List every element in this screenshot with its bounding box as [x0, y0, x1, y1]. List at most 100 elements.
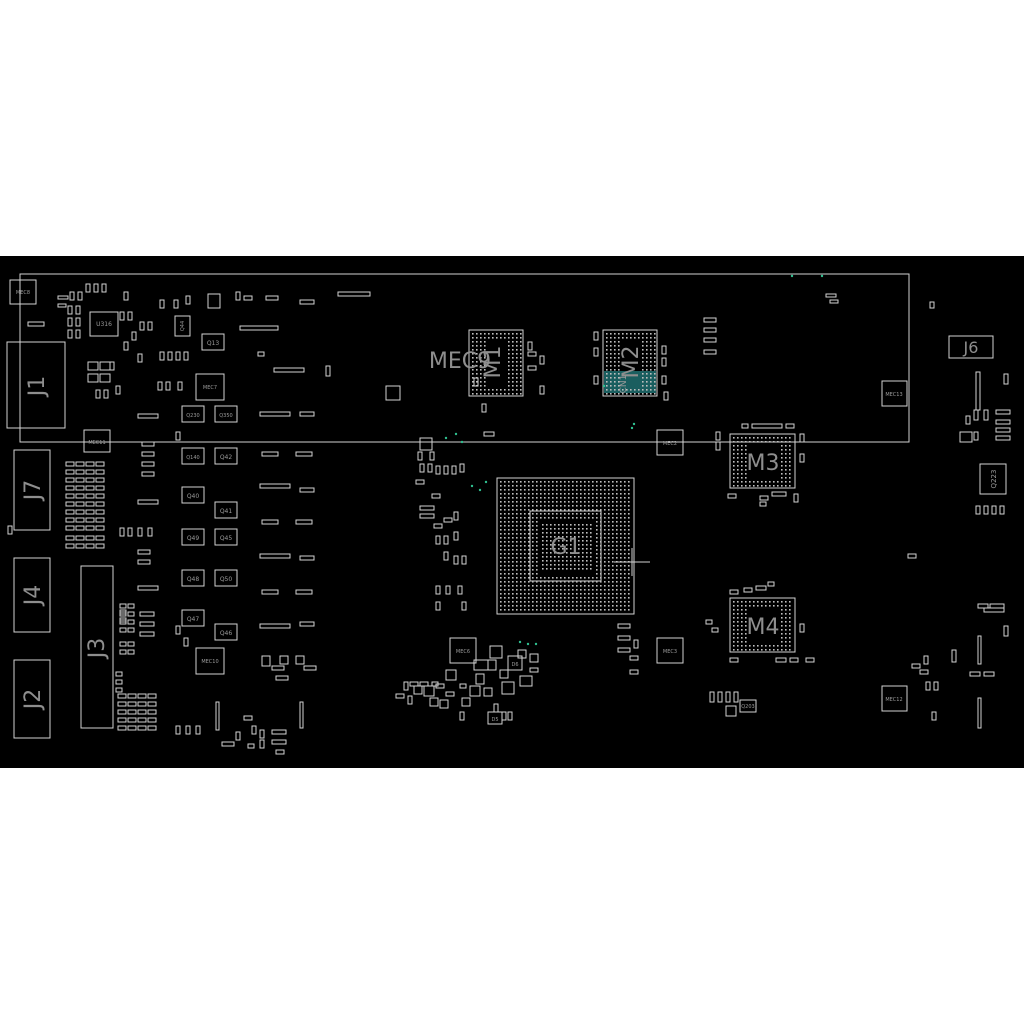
- ball-pad: [777, 605, 779, 607]
- q203-label: Q203: [741, 704, 754, 710]
- ball-pad: [528, 521, 530, 523]
- transistor-q49[interactable]: [181, 528, 205, 546]
- ball-pad: [588, 481, 590, 483]
- ball-pad: [580, 489, 582, 491]
- ball-pad: [606, 373, 608, 375]
- transistor-q140[interactable]: [181, 447, 205, 465]
- ball-pad: [524, 521, 526, 523]
- ball-pad: [542, 544, 544, 546]
- ball-pad: [606, 341, 608, 343]
- passive-component: [923, 655, 929, 665]
- ball-pad: [524, 601, 526, 603]
- passive-component: [469, 685, 481, 697]
- ball-pad: [620, 593, 622, 595]
- ball-pad: [566, 552, 568, 554]
- ball-pad: [650, 377, 652, 379]
- mec13-pad[interactable]: [881, 380, 908, 407]
- ball-pad: [542, 540, 544, 542]
- connector-j7[interactable]: [13, 449, 51, 531]
- passive-component: [65, 461, 75, 467]
- mec7-pad[interactable]: [195, 373, 225, 401]
- passive-component: [273, 367, 305, 373]
- passive-component: [65, 469, 75, 475]
- ball-pad: [749, 601, 751, 603]
- transistor-q230[interactable]: [181, 405, 205, 423]
- ball-pad: [781, 605, 783, 607]
- ball-pad: [580, 501, 582, 503]
- chip-m1[interactable]: [468, 329, 524, 397]
- passive-component: [295, 451, 313, 457]
- ball-pad: [528, 505, 530, 507]
- mec3-pad[interactable]: [656, 637, 684, 664]
- ball-pad: [564, 501, 566, 503]
- q50-label: Q50: [220, 576, 233, 583]
- transistor-q203[interactable]: [739, 699, 757, 713]
- chip-m3[interactable]: [729, 433, 796, 489]
- ball-pad: [548, 481, 550, 483]
- ball-pad: [608, 497, 610, 499]
- mec12-pad[interactable]: [881, 685, 908, 712]
- ball-pad: [624, 501, 626, 503]
- mec8-pad[interactable]: [9, 279, 37, 305]
- ball-pad: [548, 589, 550, 591]
- passive-component: [127, 717, 137, 723]
- transistor-q50[interactable]: [214, 569, 238, 587]
- mec6-pad[interactable]: [449, 637, 477, 664]
- ball-pad: [745, 621, 747, 623]
- ball-pad: [548, 577, 550, 579]
- transistor-q46[interactable]: [214, 623, 238, 641]
- cn1-highlight[interactable]: [604, 371, 656, 393]
- ball-pad: [512, 601, 514, 603]
- ball-pad: [584, 601, 586, 603]
- transistor-q40[interactable]: [181, 486, 205, 504]
- ball-pad: [528, 485, 530, 487]
- mec10-label: MEC10: [201, 659, 218, 665]
- ball-pad: [572, 581, 574, 583]
- ball-pad: [512, 369, 514, 371]
- mec2-pad[interactable]: [656, 429, 684, 456]
- transistor-q45[interactable]: [214, 528, 238, 546]
- ball-pad: [560, 513, 562, 515]
- transistor-q41[interactable]: [214, 501, 238, 519]
- ball-pad: [588, 497, 590, 499]
- chip-m4[interactable]: [729, 597, 796, 653]
- ball-pad: [472, 365, 474, 367]
- transistor-q13[interactable]: [201, 333, 225, 351]
- connector-j2[interactable]: [13, 659, 51, 739]
- transistor-q44[interactable]: [174, 315, 191, 337]
- connector-j1[interactable]: [6, 341, 66, 429]
- ball-pad: [588, 489, 590, 491]
- diode-d6[interactable]: [507, 655, 523, 671]
- connector-j6[interactable]: [948, 335, 994, 359]
- connector-j4[interactable]: [13, 557, 51, 633]
- connector-j3[interactable]: [80, 565, 114, 729]
- ball-pad: [574, 524, 576, 526]
- ball-pad: [508, 517, 510, 519]
- ball-pad: [544, 485, 546, 487]
- ball-pad: [512, 573, 514, 575]
- transistor-q48[interactable]: [181, 569, 205, 587]
- transistor-q42[interactable]: [214, 447, 238, 465]
- ball-pad: [785, 437, 787, 439]
- ball-pad: [610, 333, 612, 335]
- ic-u316[interactable]: [89, 311, 119, 337]
- mec10-pad[interactable]: [195, 647, 225, 675]
- mec11-pad[interactable]: [83, 429, 111, 453]
- passive-component: [435, 465, 441, 475]
- passive-component: [57, 303, 67, 308]
- ball-pad: [582, 532, 584, 534]
- passive-component: [1003, 625, 1009, 637]
- ball-pad: [781, 465, 783, 467]
- chip-g1-package[interactable]: [496, 477, 635, 615]
- ball-pad: [628, 521, 630, 523]
- chip-m2[interactable]: [602, 329, 658, 397]
- ball-pad: [520, 389, 522, 391]
- ball-pad: [536, 485, 538, 487]
- ball-pad: [761, 645, 763, 647]
- ball-pad: [753, 441, 755, 443]
- component-q223[interactable]: [979, 463, 1007, 495]
- transistor-q350[interactable]: [214, 405, 238, 423]
- transistor-q47[interactable]: [181, 609, 205, 627]
- ball-pad: [584, 589, 586, 591]
- pcb-viewer-canvas[interactable]: J1 J7 J4 J2 J3 J6 G1 M3 M4 M1 MEC9 M2 CN…: [0, 256, 1024, 768]
